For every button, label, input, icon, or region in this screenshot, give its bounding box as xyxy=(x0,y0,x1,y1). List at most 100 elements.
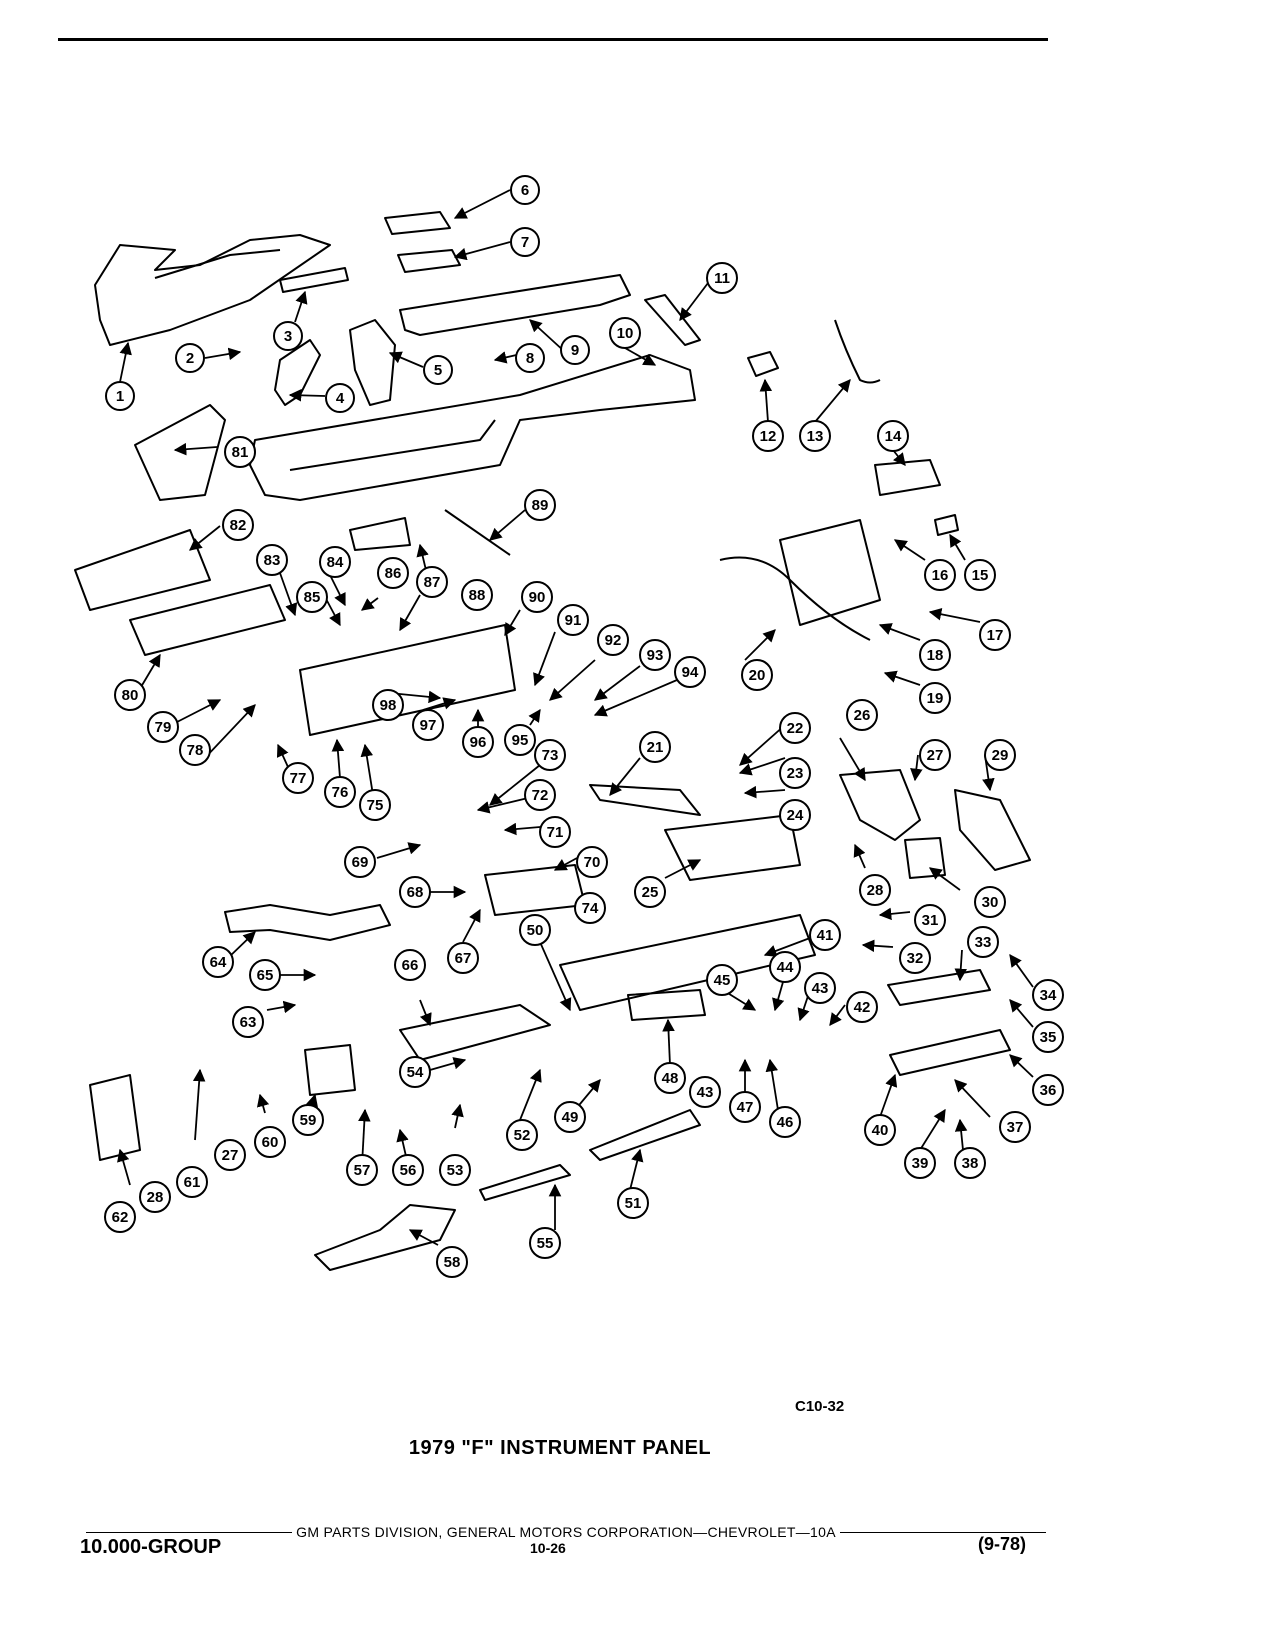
part-15-shape xyxy=(934,514,959,536)
svg-text:96: 96 xyxy=(470,734,487,751)
svg-text:87: 87 xyxy=(424,574,441,591)
part-outlines xyxy=(74,211,1031,1271)
svg-text:47: 47 xyxy=(737,1099,754,1116)
callout-72: 72 xyxy=(524,779,556,811)
callout-6: 6 xyxy=(510,175,540,205)
svg-text:12: 12 xyxy=(760,428,777,445)
callout-66: 66 xyxy=(394,949,426,981)
footer-rule-left xyxy=(86,1531,293,1533)
svg-text:89: 89 xyxy=(532,497,549,514)
svg-text:73: 73 xyxy=(542,747,559,764)
callout-70: 70 xyxy=(576,846,608,878)
svg-text:18: 18 xyxy=(927,647,944,664)
callout-80: 80 xyxy=(114,679,146,711)
svg-text:11: 11 xyxy=(714,270,730,287)
footer-date-code: (9-78) xyxy=(978,1534,1027,1554)
callout-37: 37 xyxy=(999,1111,1031,1143)
callout-77: 77 xyxy=(282,762,314,794)
callout-82: 82 xyxy=(222,509,254,541)
part-74-shape xyxy=(559,914,816,1011)
callout-21: 21 xyxy=(639,731,671,763)
svg-text:76: 76 xyxy=(332,784,349,801)
callout-71: 71 xyxy=(539,816,571,848)
callout-44: 44 xyxy=(769,951,801,983)
callout-97: 97 xyxy=(412,709,444,741)
svg-text:30: 30 xyxy=(982,894,999,911)
part-70-shape xyxy=(484,864,586,916)
svg-text:81: 81 xyxy=(232,444,249,461)
callout-48: 48 xyxy=(654,1062,686,1094)
svg-text:33: 33 xyxy=(975,934,992,951)
callout-50: 50 xyxy=(519,914,551,946)
svg-text:63: 63 xyxy=(240,1014,257,1031)
callout-88: 88 xyxy=(461,579,493,611)
callout-63: 63 xyxy=(232,1006,264,1038)
callout-61: 61 xyxy=(176,1166,208,1198)
callout-67: 67 xyxy=(447,942,479,974)
svg-text:5: 5 xyxy=(434,362,442,379)
callout-3: 3 xyxy=(273,321,303,351)
callout-47: 47 xyxy=(729,1091,761,1123)
svg-text:7: 7 xyxy=(521,234,529,251)
callout-24: 24 xyxy=(779,799,811,831)
svg-text:22: 22 xyxy=(787,720,804,737)
callout-9: 9 xyxy=(560,335,590,365)
callout-33: 33 xyxy=(967,926,999,958)
svg-text:78: 78 xyxy=(187,742,204,759)
callout-76: 76 xyxy=(324,776,356,808)
callout-95: 95 xyxy=(504,724,536,756)
callout-96: 96 xyxy=(462,726,494,758)
callout-28: 28 xyxy=(859,874,891,906)
callout-40: 40 xyxy=(864,1114,896,1146)
callout-60: 60 xyxy=(254,1126,286,1158)
part-64-shape xyxy=(224,904,391,941)
svg-text:3: 3 xyxy=(284,328,292,345)
callout-92: 92 xyxy=(597,624,629,656)
svg-text:43: 43 xyxy=(697,1084,714,1101)
part-12-shape xyxy=(747,351,779,377)
callout-20: 20 xyxy=(741,659,773,691)
svg-text:69: 69 xyxy=(352,854,369,871)
callout-27-repeat: 27 xyxy=(214,1139,246,1171)
svg-text:43: 43 xyxy=(812,980,829,997)
callout-46: 46 xyxy=(769,1106,801,1138)
svg-text:61: 61 xyxy=(184,1174,201,1191)
callout-23: 23 xyxy=(779,757,811,789)
callout-28-repeat: 28 xyxy=(139,1181,171,1213)
part-82-shape xyxy=(74,529,211,611)
svg-text:86: 86 xyxy=(385,565,402,582)
callout-22: 22 xyxy=(779,712,811,744)
svg-text:44: 44 xyxy=(777,959,794,976)
callout-90: 90 xyxy=(521,581,553,613)
part-62-shape xyxy=(89,1074,141,1161)
callout-91: 91 xyxy=(557,604,589,636)
svg-text:46: 46 xyxy=(777,1114,794,1131)
part-48-shape xyxy=(627,989,706,1021)
exploded-parts-diagram: 1 2 3 4 5 6 7 8 9 10 11 12 13 14 15 16 1… xyxy=(74,175,1064,1278)
svg-text:60: 60 xyxy=(262,1134,279,1151)
svg-text:13: 13 xyxy=(807,428,824,445)
svg-text:72: 72 xyxy=(532,787,549,804)
svg-text:28: 28 xyxy=(867,882,884,899)
svg-text:49: 49 xyxy=(562,1109,579,1126)
callout-5: 5 xyxy=(423,355,453,385)
callout-45: 45 xyxy=(706,964,738,996)
svg-text:28: 28 xyxy=(147,1189,164,1206)
svg-text:6: 6 xyxy=(521,182,529,199)
svg-text:85: 85 xyxy=(304,589,321,606)
svg-text:8: 8 xyxy=(526,350,534,367)
svg-text:35: 35 xyxy=(1040,1029,1057,1046)
callout-64: 64 xyxy=(202,946,234,978)
footer-group: 10.000-GROUP xyxy=(80,1536,222,1558)
svg-text:23: 23 xyxy=(787,765,804,782)
svg-text:57: 57 xyxy=(354,1162,371,1179)
svg-text:70: 70 xyxy=(584,854,601,871)
callout-1: 1 xyxy=(105,381,135,411)
callout-8: 8 xyxy=(515,343,545,373)
svg-text:36: 36 xyxy=(1040,1082,1057,1099)
callout-2: 2 xyxy=(175,343,205,373)
callout-13: 13 xyxy=(799,420,831,452)
callout-26: 26 xyxy=(846,699,878,731)
part-6-shape xyxy=(384,211,451,235)
svg-text:29: 29 xyxy=(992,747,1009,764)
